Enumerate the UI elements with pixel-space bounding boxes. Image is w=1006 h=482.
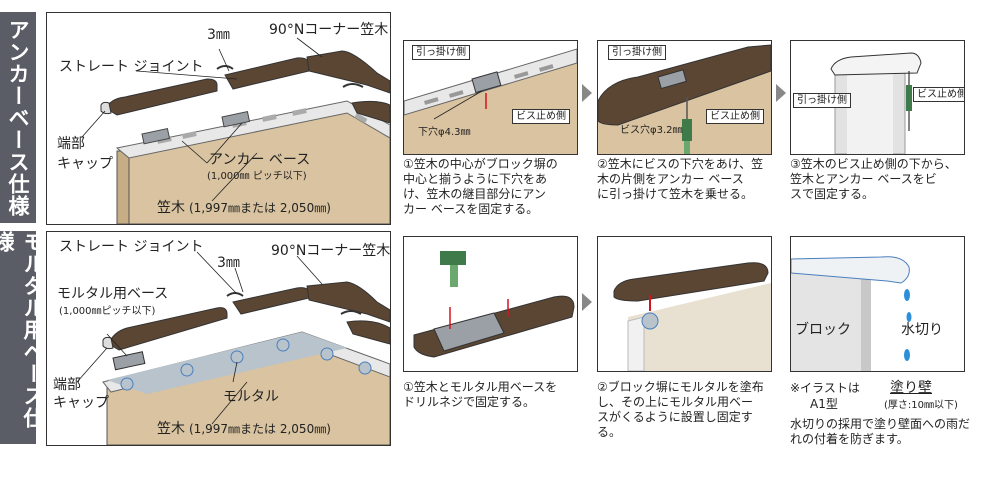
mortar-step-2-panel [597,236,772,372]
mortar-main-illustration: ストレート ジョイント 3㎜ 90°Nコーナー笠木 モルタル用ベース (1,00… [46,231,391,446]
anchor-step-1-drawing [404,48,577,154]
corner-kasagi-label: 90°Nコーナー笠木 [271,243,391,259]
mortar-step-1-caption: ①笠木とモルタル用ベースを ドリルネジで固定する。 [403,380,558,409]
mortar-step-3-drawing [791,256,912,371]
end-cap-label-2: キャップ [57,156,113,172]
corner-kasagi-label: 90°Nコーナー笠木 [269,22,389,38]
block-label: ブロック [795,322,851,338]
end-cap-label-1: 端部 [57,136,85,152]
anchor-step-3-panel: 引っ掛け側 ビス止め側 [790,40,965,155]
straight-joint-label: ストレート ジョイント [59,59,204,75]
mortar-step-1-panel [403,236,578,372]
mizukiri-label: 水切り [901,322,943,338]
anchor-step-1-panel: 引っ掛け側 ビス止め側 下穴φ4.3㎜ [403,40,578,155]
kasagi-label: 笠木 [157,200,185,216]
mortar-step-2-drawing [613,262,771,371]
kasagi-length-label: (1,997㎜または 2,050㎜) [189,201,331,215]
step-tag-screw-side: ビス止め側 [706,109,764,124]
step-tag-hook-side: 引っ掛け側 [793,93,851,108]
section-band-anchor: アンカーベース仕様 [0,12,36,223]
anchor-step-1-caption: ①笠木の中心がブロック塀の 中心と揃うように下穴をあ け、笠木の継目部分にアン … [403,157,558,216]
illustration-note: ※イラストは [790,381,860,395]
anchor-step-2-drawing [598,44,771,154]
end-cap-label-2: キャップ [53,395,109,411]
anchor-main-illustration: 3㎜ 90°Nコーナー笠木 ストレート ジョイント 端部 キャップ アンカー ベ… [46,12,391,225]
a1-type-label: A1型 [810,397,838,411]
section-band-mortar: モルタル用ベース仕様 [0,231,45,444]
mortar-step-1-drawing [413,251,575,358]
step-2-hole-note: ビス穴φ3.2㎜ [620,125,683,136]
section-title-mortar: モルタル用ベース仕様 [0,231,45,429]
anchor-base-label: アンカー ベース [209,152,311,168]
step-arrow [776,84,786,102]
step-arrow [582,293,592,311]
straight-joint-label: ストレート ジョイント [59,239,204,255]
thickness-label: (厚さ:10㎜以下) [884,400,958,411]
dim-3mm-label: 3㎜ [217,255,240,271]
mortar-label: モルタル [223,389,279,405]
dim-3mm-label: 3㎜ [207,27,230,43]
step-tag-screw-side: ビス止め側 [913,87,964,102]
mortar-main-drawing [76,251,390,445]
mortar-pitch-label: (1,000㎜ピッチ以下) [59,306,156,317]
kasagi-label: 笠木 [157,421,185,437]
anchor-step-2-caption: ②笠木にビスの下穴をあけ、笠 木の片側をアンカー ベース に引っ掛けて笠木を乗せ… [597,157,764,201]
step-arrow [582,84,592,102]
mortar-step-3-panel: ブロック 水切り [790,236,965,372]
step-tag-hook-side: 引っ掛け側 [608,45,666,60]
end-cap-label-1: 端部 [53,377,81,393]
section-title-anchor: アンカーベース仕様 [6,18,30,217]
mortar-step-3-caption: 水切りの採用で塗り壁面への雨だ れの付着を防ぎます。 [790,417,971,446]
mortar-step-2-caption: ②ブロック塀にモルタルを塗布 し、その上にモルタル用ベー スがくるように設置し固… [597,380,764,439]
step-1-hole-note: 下穴φ4.3㎜ [418,127,471,138]
anchor-main-drawing [81,37,390,224]
anchor-pitch-label: (1,000㎜ ピッチ以下) [207,171,307,182]
anchor-step-2-panel: 引っ掛け側 ビス止め側 ビス穴φ3.2㎜ [597,40,772,155]
step-tag-hook-side: 引っ掛け側 [412,45,470,60]
kasagi-length-label: (1,997㎜または 2,050㎜) [189,422,331,436]
anchor-step-3-caption: ③笠木のビス止め側の下から、 笠木とアンカー ベースをビ スで固定する。 [790,157,957,201]
nurikabe-label: 塗り壁 [890,380,932,396]
mortar-base-label: モルタル用ベース [57,286,169,302]
anchor-step-3-drawing [830,52,922,154]
step-tag-screw-side: ビス止め側 [512,109,570,124]
